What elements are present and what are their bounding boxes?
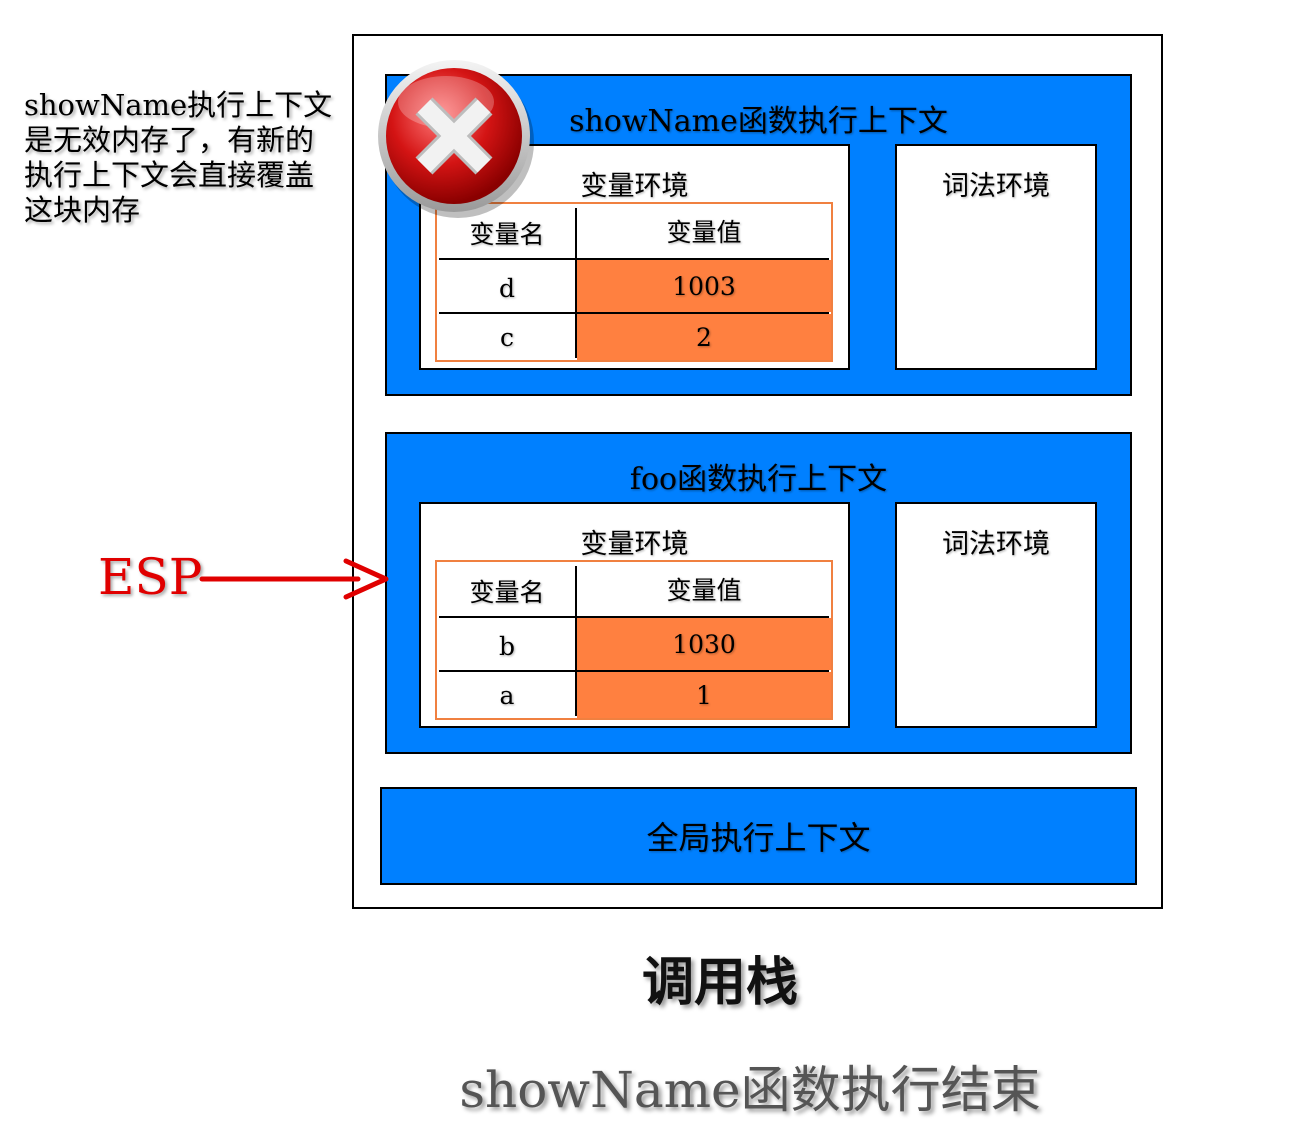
name-cell: c [499,322,514,352]
value-cell: 1030 [577,618,831,670]
foo-variable-env: 变量环境 1030 1 变量名 变量值 b a [419,502,850,728]
showname-variable-env: 变量环境 1003 2 变量名 变量值 d c [419,144,850,370]
column-divider [575,208,577,358]
invalid-memory-note: showName执行上下文 是无效内存了，有新的 执行上下文会直接覆盖 这块内存 [24,88,333,227]
esp-label: ESP [98,548,203,606]
foo-lexical-env: 词法环境 [895,502,1097,728]
value-cell: 2 [577,314,831,360]
foo-context: foo函数执行上下文 变量环境 1030 1 变量名 变量值 b a 词法环境 [385,432,1132,754]
header-cell-name: 变量名 [469,220,545,249]
variable-env-title: 变量环境 [580,529,689,560]
row-divider [439,312,829,314]
value-cell: 1 [577,672,831,718]
header-cell-value: 变量值 [666,218,742,247]
global-context: 全局执行上下文 [380,787,1137,885]
value-cell: 1003 [577,260,831,312]
column-divider [575,566,577,716]
variable-env-title: 变量环境 [580,171,689,202]
showname-context-title: showName函数执行上下文 [569,104,948,139]
row-divider [439,616,829,618]
name-cell: a [499,680,515,710]
error-x-icon [372,56,540,228]
arrow-right-icon [198,556,398,606]
lexical-env-title: 词法环境 [942,529,1050,560]
name-cell: d [498,273,515,303]
call-stack-label: 调用栈 [641,952,798,1013]
name-cell: b [498,631,515,661]
showname-lexical-env: 词法环境 [895,144,1097,370]
header-cell-name: 变量名 [469,578,545,607]
row-divider [439,258,829,260]
foo-context-title: foo函数执行上下文 [629,462,888,497]
variable-table: 1030 1 变量名 变量值 b a [435,560,833,720]
header-cell-value: 变量值 [666,576,742,605]
row-divider [439,670,829,672]
variable-table: 1003 2 变量名 变量值 d c [435,202,833,362]
lexical-env-title: 词法环境 [942,171,1050,202]
diagram-caption: showName函数执行结束 [459,1061,1041,1119]
